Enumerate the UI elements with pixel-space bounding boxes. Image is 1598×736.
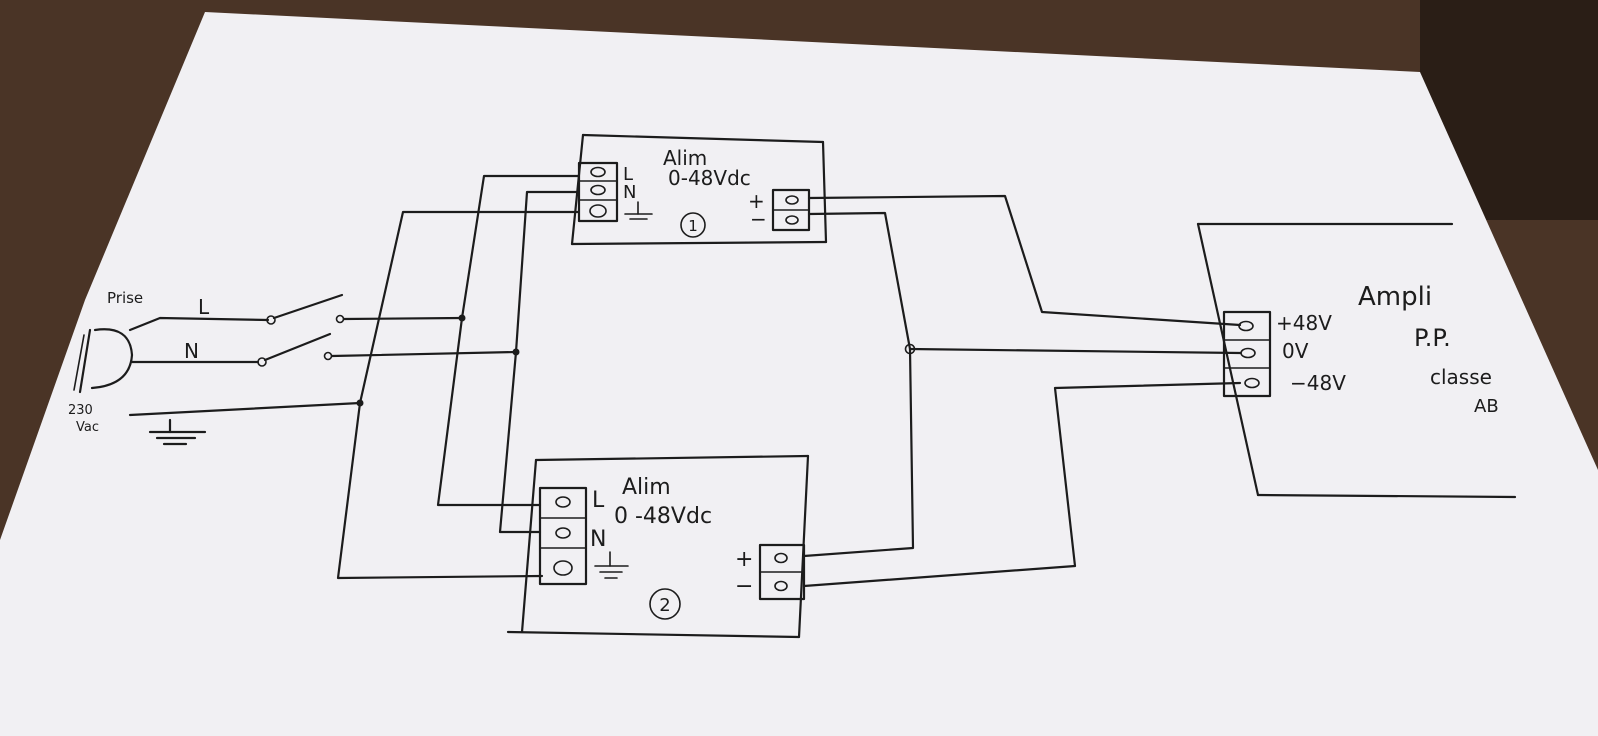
psu1-number: 1 bbox=[688, 217, 698, 235]
psu2-ac-terminal-block bbox=[538, 486, 588, 586]
mains-earth-wire bbox=[128, 401, 362, 446]
psu1-plus: + bbox=[748, 189, 765, 213]
psu1-minus: − bbox=[750, 207, 767, 231]
psu1-rating: 0-48Vdc bbox=[668, 166, 751, 190]
psu1-title: Alim bbox=[663, 146, 707, 170]
psu1-ac-terminal-block bbox=[577, 161, 619, 223]
amp-term-pos: +48V bbox=[1276, 311, 1332, 335]
amp-title-line3: classe bbox=[1430, 365, 1492, 389]
amp-terminal-block bbox=[1222, 310, 1272, 398]
amp-term-neg: −48V bbox=[1290, 371, 1346, 395]
junction-zero-volt bbox=[904, 343, 916, 355]
paper-sheet bbox=[0, 12, 1598, 736]
voltage-label-number: 230 bbox=[68, 403, 93, 418]
psu1-pin-l: L bbox=[623, 164, 633, 185]
psu1-pin-n: N bbox=[623, 182, 636, 203]
mains-line-wire bbox=[128, 293, 464, 332]
psu1-box bbox=[570, 133, 828, 246]
psu2-minus: − bbox=[735, 574, 753, 599]
line-distribution-wires bbox=[436, 174, 580, 507]
wire-psu2-plus-to-junction bbox=[802, 347, 915, 558]
psu2-number-badge: 2 bbox=[649, 588, 681, 620]
wire-psu1-plus-to-amp-pos bbox=[807, 194, 1242, 327]
psu2-pin-l: L bbox=[592, 488, 605, 513]
psu2-box bbox=[506, 454, 810, 639]
neutral-distribution-wires bbox=[498, 190, 580, 534]
psu2-rating: 0 -48Vdc bbox=[614, 504, 712, 529]
psu1-dc-terminal-block bbox=[771, 188, 811, 232]
psu1-number-badge: 1 bbox=[680, 212, 706, 238]
wire-junction-to-amp-zero bbox=[908, 347, 1242, 355]
amp-title-line1: Ampli bbox=[1358, 282, 1432, 312]
psu2-plus: + bbox=[735, 547, 753, 572]
mains-plug bbox=[73, 328, 134, 394]
amp-title-line2: P.P. bbox=[1414, 324, 1451, 352]
psu2-number: 2 bbox=[659, 595, 670, 616]
plug-label: Prise bbox=[107, 289, 143, 307]
voltage-label-unit: Vac bbox=[76, 420, 99, 435]
psu2-earth-symbol bbox=[594, 551, 629, 579]
neutral-label: N bbox=[184, 339, 199, 363]
amp-title-line4: AB bbox=[1474, 396, 1499, 417]
psu2-dc-terminal-block bbox=[758, 543, 806, 601]
earth-distribution-wires bbox=[336, 210, 580, 580]
wire-psu2-minus-to-amp-neg bbox=[802, 381, 1242, 588]
psu2-pin-n: N bbox=[590, 527, 606, 552]
line-label: L bbox=[198, 295, 210, 319]
psu2-title: Alim bbox=[622, 475, 671, 500]
amp-term-zero: 0V bbox=[1282, 339, 1309, 363]
psu1-earth-symbol bbox=[624, 201, 653, 220]
amp-box bbox=[1196, 222, 1517, 499]
wire-psu1-minus-to-junction bbox=[807, 211, 912, 351]
mains-neutral-wire bbox=[130, 332, 518, 367]
